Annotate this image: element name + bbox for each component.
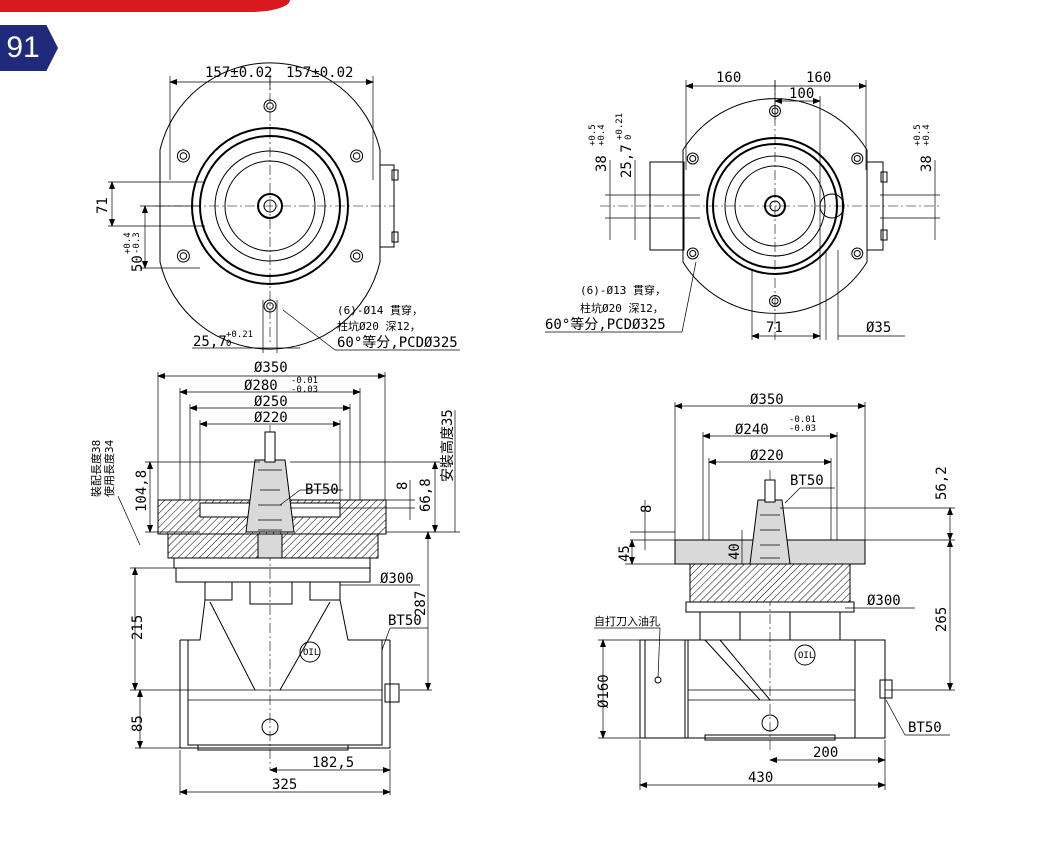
note-r-line-1: (6)-Ø13 貫穿， xyxy=(580,283,666,297)
dim-160-right: 160 xyxy=(806,70,831,86)
bolt-hole xyxy=(853,249,861,258)
install-height-label: 安裝高度35 xyxy=(439,409,456,482)
dim-f-350: Ø350 xyxy=(254,360,288,376)
note-r-line-3: 60°等分,PCDØ325 xyxy=(545,316,666,333)
bolt-hole xyxy=(851,247,864,260)
bolt-hole xyxy=(352,252,361,260)
dim-50-tol: +0.4-0.3 xyxy=(123,232,142,254)
dim-25-7-right-tol: +0.210 xyxy=(615,113,634,140)
bolt-hole xyxy=(853,154,861,163)
dim-56-2: 56,2 xyxy=(934,466,950,500)
bolt-hole xyxy=(769,295,781,307)
dim-325: 325 xyxy=(272,777,297,793)
dim-25-7-right: 25,7 xyxy=(619,144,635,178)
top-right-view: 160 160 100 38 +0.5+0.4 25,7 +0.210 38 +… xyxy=(545,70,940,340)
front-right-view: Ø350 Ø240 -0.01-0.03 Ø220 OIL xyxy=(594,392,955,790)
oil-label-left: OIL xyxy=(303,648,319,658)
dim-66-8: 66,8 xyxy=(418,478,434,512)
dim-38-right-tol: +0.5+0.4 xyxy=(913,124,932,146)
side-label-2: 使用長度34 xyxy=(102,439,116,497)
dim-f-250: Ø250 xyxy=(254,394,288,410)
dim-157-left: 157±0.02 xyxy=(205,65,272,81)
bolt-hole xyxy=(689,154,697,163)
label-fr-bt50-tool: BT50 xyxy=(790,473,824,489)
dim-38-left: 38 xyxy=(594,155,610,172)
dim-f-220: Ø220 xyxy=(254,410,288,426)
dim-45: 45 xyxy=(617,545,633,562)
bolt-hole xyxy=(266,302,274,310)
dim-f-280-tol: -0.01-0.03 xyxy=(291,376,318,395)
note-line-3: 60°等分,PCDØ325 xyxy=(337,334,458,351)
bolt-hole xyxy=(689,249,697,258)
front-left-view: Ø350 Ø280 -0.01-0.03 Ø250 Ø220 xyxy=(89,360,460,795)
dim-f-280: Ø280 xyxy=(244,378,278,394)
dim-38-right: 38 xyxy=(919,155,935,172)
page-number-tab xyxy=(0,25,58,71)
oil-label-right: OIL xyxy=(798,651,814,661)
dim-40: 40 xyxy=(727,543,743,560)
note-line-1: (6)-Ø14 貫穿， xyxy=(337,303,423,317)
label-fr-bt50-spindle: BT50 xyxy=(908,720,942,736)
dim-287: 287 xyxy=(413,591,429,616)
bolt-hole xyxy=(176,249,190,263)
page-number: 91 xyxy=(6,31,40,64)
dim-430: 430 xyxy=(748,770,773,786)
bolt-hole xyxy=(350,249,364,263)
bolt-hole xyxy=(263,99,277,113)
dim-phi160: Ø160 xyxy=(596,674,612,708)
dim-25-7-left: 25,7 xyxy=(193,334,227,350)
dim-182-5: 182,5 xyxy=(312,755,354,771)
dim-85: 85 xyxy=(130,715,146,732)
dim-fr-8: 8 xyxy=(639,505,655,513)
dim-fr-240: Ø240 xyxy=(735,422,769,438)
dim-fr-240-tol: -0.01-0.03 xyxy=(789,415,816,434)
bolt-hole xyxy=(266,102,274,110)
dim-265: 265 xyxy=(934,607,950,632)
dim-71-right: 71 xyxy=(766,320,783,336)
dim-phi35: Ø35 xyxy=(866,320,891,336)
bolt-hole xyxy=(686,247,699,260)
dim-38-left-tol: +0.5+0.4 xyxy=(588,124,607,146)
note-line-2: 柱坑Ø20 深12， xyxy=(337,319,421,333)
bolt-hole xyxy=(771,297,779,305)
label-bt50-tool: BT50 xyxy=(305,482,339,498)
note-r-line-2: 柱坑Ø20 深12， xyxy=(580,301,664,315)
bolt-hole xyxy=(352,152,361,160)
dim-160-left: 160 xyxy=(716,70,741,86)
dim-215: 215 xyxy=(130,615,146,640)
dim-fr-220: Ø220 xyxy=(750,448,784,464)
bolt-hole xyxy=(350,149,364,163)
side-label-1: 裝配長度38 xyxy=(89,440,103,497)
bolt-hole xyxy=(263,299,277,313)
bolt-hole xyxy=(851,152,864,165)
dim-fr-300: Ø300 xyxy=(867,593,901,609)
top-left-view: 157±0.02 157±0.02 71 50 +0.4-0.3 25,7 +0… xyxy=(95,62,460,353)
bolt-hole xyxy=(176,149,190,163)
label-bt50-spindle: BT50 xyxy=(388,613,422,629)
header-red-band xyxy=(0,0,290,12)
dim-71: 71 xyxy=(95,197,111,214)
oil-hole-label: 自打刀入油孔 xyxy=(594,614,660,628)
bolt-hole xyxy=(179,152,188,160)
dim-104-8: 104,8 xyxy=(134,470,150,512)
dim-fr-350: Ø350 xyxy=(750,392,784,408)
dim-100: 100 xyxy=(789,86,814,102)
dim-f-8: 8 xyxy=(395,482,411,490)
dim-157-right: 157±0.02 xyxy=(286,65,353,81)
dim-50: 50 xyxy=(130,255,146,272)
bolt-hole xyxy=(179,252,188,260)
bolt-hole xyxy=(686,152,699,165)
dim-200: 200 xyxy=(813,745,838,761)
dim-f-300: Ø300 xyxy=(380,571,414,587)
